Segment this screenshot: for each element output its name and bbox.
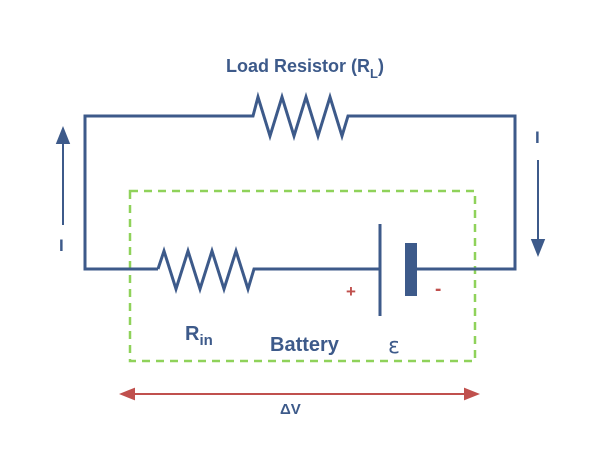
battery-negative-plate [405, 243, 417, 296]
current-label-right: I [535, 128, 540, 147]
internal-resistance-label: Rin [185, 323, 213, 349]
battery-boundary [128, 189, 477, 363]
current-label-left: I [59, 236, 64, 255]
emf-label: ε [388, 334, 400, 359]
circuit-wire-outer [83, 91, 517, 271]
positive-terminal-label: + [346, 282, 356, 301]
negative-terminal-label: - [435, 279, 441, 300]
battery-label: Battery [270, 334, 340, 356]
potential-difference-label: ΔV [280, 401, 301, 418]
load-resistor-label: Load Resistor (RL) [226, 56, 384, 81]
internal-resistor [156, 246, 380, 295]
